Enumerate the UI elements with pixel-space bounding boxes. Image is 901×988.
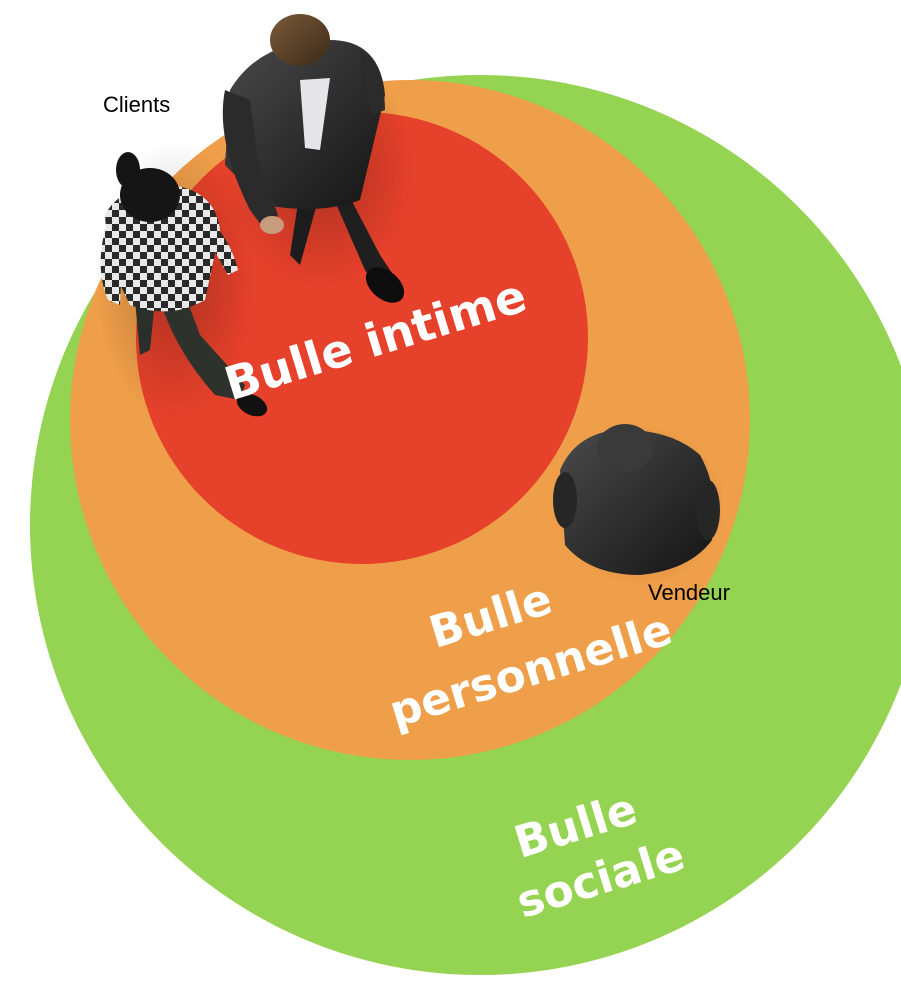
vendeur-caption: Vendeur <box>648 580 730 605</box>
vendeur-icon <box>553 424 725 585</box>
clients-caption: Clients <box>103 92 170 117</box>
client-woman-icon <box>95 140 268 420</box>
client-man-icon <box>222 14 415 303</box>
